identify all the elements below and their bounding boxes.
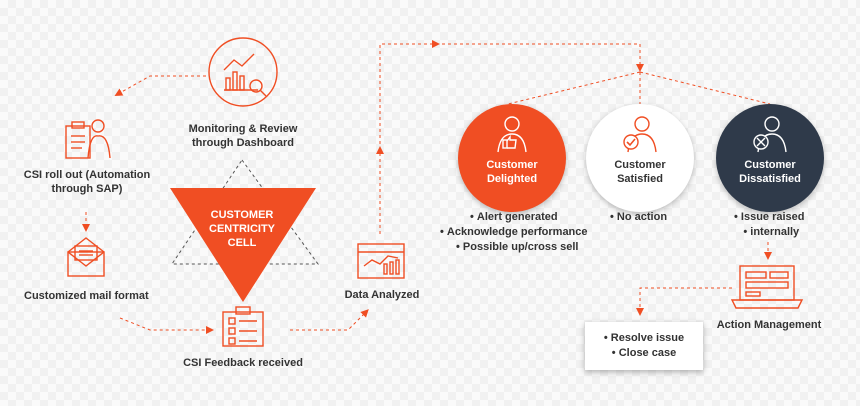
thumbs-up-person-icon [497,116,527,153]
monitoring-label: Monitoring & Review through Dashboard [183,122,303,150]
customer-dissatisfied-circle: Customer Dissatisfied [716,104,824,212]
monitoring-line1: Monitoring & Review [188,123,298,135]
action-management-label: Action Management [716,319,822,331]
bullet-alert: Alert generated [440,210,588,225]
bullet-issue-raised: Issue raised [734,210,805,225]
csi-rollout-line2: through SAP) [51,183,123,195]
customer-centricity-cell: CUSTOMER CENTRICITY CELL [192,208,292,250]
cell-line1: CUSTOMER [210,209,274,221]
centricity-triangle [170,188,316,302]
delighted-line2: Delighted [486,173,538,185]
close-case-item: Close case [612,346,676,361]
dissatisfied-line1: Customer [744,159,796,171]
mail-format-label: Customized mail format [24,290,149,302]
clipboard-person-icon [65,119,111,159]
bullet-acknowledge: Acknowledge performance [440,225,588,240]
csi-rollout-label: CSI roll out (Automation through SAP) [20,168,154,196]
feedback-label: CSI Feedback received [183,357,303,369]
delighted-line1: Customer [486,159,538,171]
envelope-icon [67,237,105,277]
checklist-icon [222,306,264,347]
resolve-issue-item: Resolve issue [604,331,684,346]
bullet-internally: internally [734,225,805,240]
monitoring-line2: through Dashboard [191,137,295,149]
data-analyzed-label: Data Analyzed [344,289,420,301]
dissatisfied-line2: Dissatisfied [739,173,801,185]
cell-line2: CENTRICITY [209,223,275,235]
monitor-chart-icon [357,243,405,279]
satisfied-bullets: No action [610,210,667,225]
delighted-bullets: Alert generated Acknowledge performance … [440,210,588,255]
cross-person-icon [753,116,787,153]
resolution-box: Resolve issue Close case [585,322,703,370]
customer-satisfied-circle: Customer Satisfied [586,104,694,212]
csi-rollout-line1: CSI roll out (Automation [23,169,151,181]
laptop-icon [730,265,804,309]
check-person-icon [623,116,657,153]
customer-delighted-circle: Customer Delighted [458,104,566,212]
satisfied-line2: Satisfied [617,173,663,185]
chart-magnifier-icon [208,37,278,107]
bullet-upsell: Possible up/cross sell [440,240,588,255]
dissatisfied-bullets: Issue raised internally [734,210,805,240]
bullet-no-action: No action [610,210,667,225]
cell-line3: CELL [227,237,257,249]
satisfied-line1: Customer [614,159,666,171]
